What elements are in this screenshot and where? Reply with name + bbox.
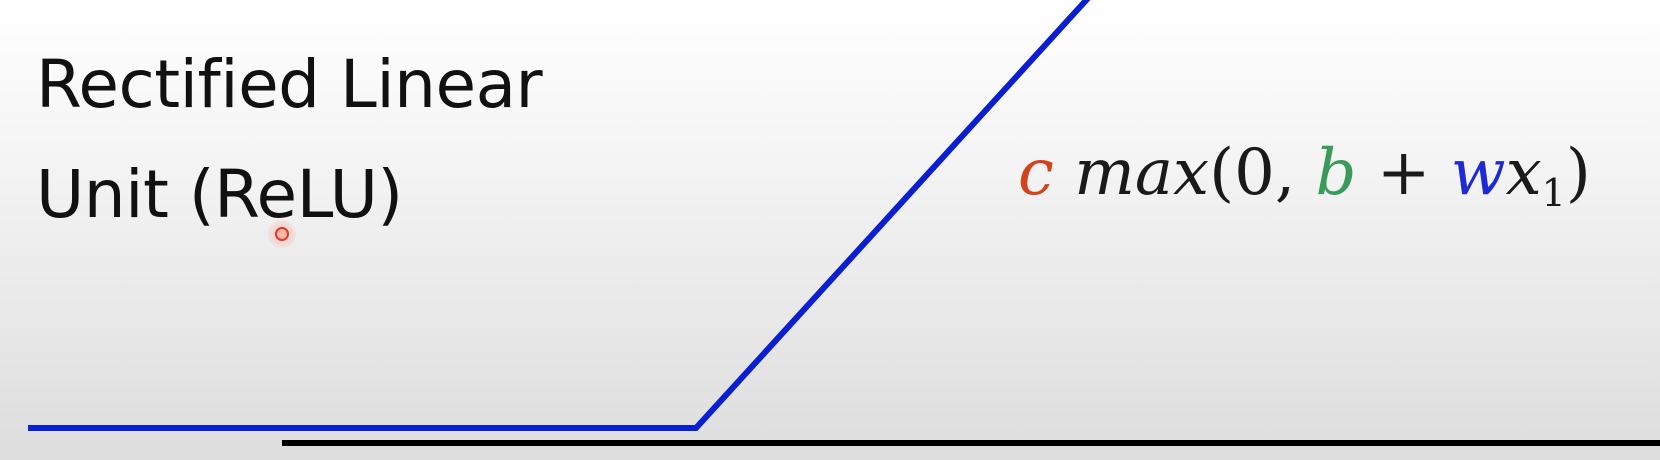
formula-c: c xyxy=(1018,136,1054,210)
relu-formula: c max(0, b + wx1) xyxy=(1018,128,1591,238)
formula-w: w xyxy=(1450,136,1506,210)
formula-close-paren: ) xyxy=(1565,136,1591,210)
pointer-cursor-icon xyxy=(268,220,296,248)
slide-title: Rectified Linear Unit (ReLU) xyxy=(36,30,543,250)
title-line-2: Unit (ReLU) xyxy=(36,156,403,233)
title-line-1: Rectified Linear xyxy=(36,46,543,123)
formula-b: b xyxy=(1315,136,1357,210)
formula-open-paren: (0, xyxy=(1209,136,1296,210)
formula-x: x xyxy=(1505,136,1542,210)
formula-subscript: 1 xyxy=(1541,171,1566,215)
formula-plus: + xyxy=(1376,136,1431,210)
relu-curve xyxy=(28,0,1091,431)
formula-max: max xyxy=(1074,136,1210,210)
